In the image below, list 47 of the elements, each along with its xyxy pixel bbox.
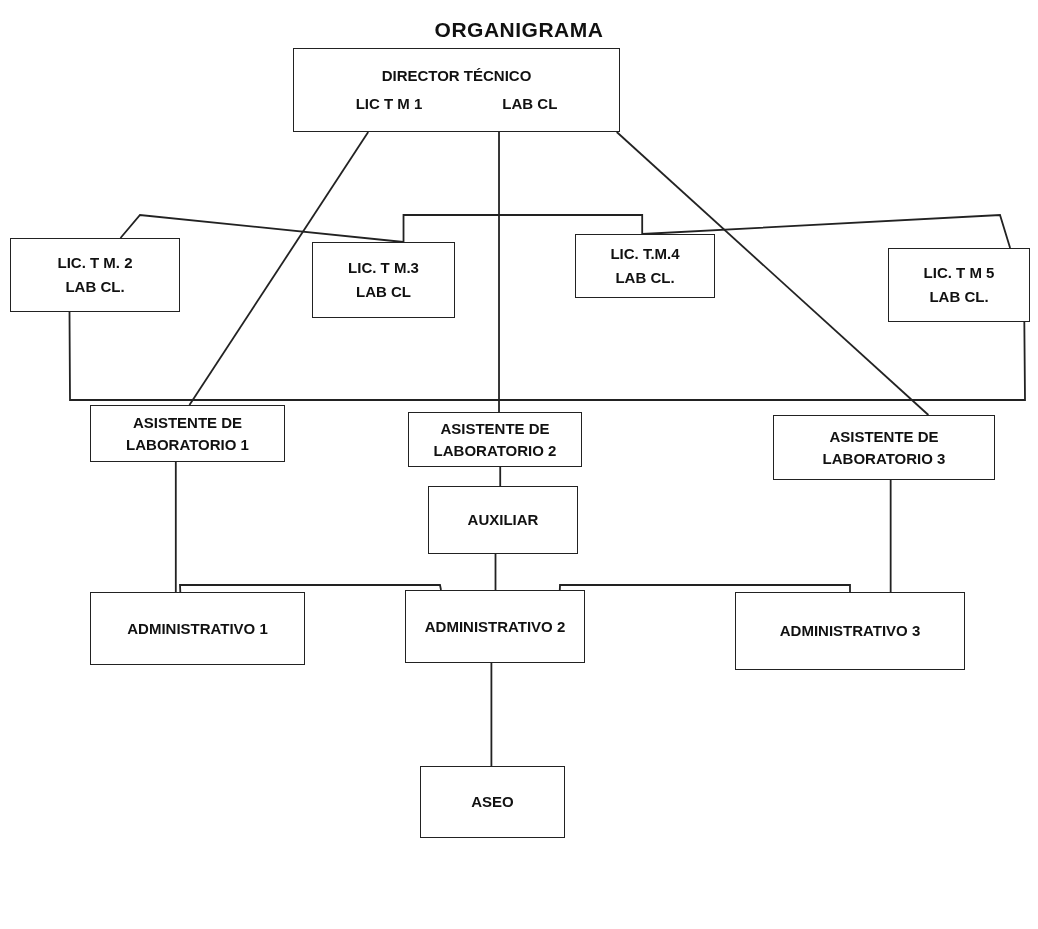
connector-line: [490, 662, 493, 767]
connector-line: [188, 131, 370, 406]
connector-line: [889, 479, 892, 593]
node-label: ASISTENTE DE LABORATORIO 1: [125, 412, 250, 455]
org-box: [90, 592, 305, 665]
connector-line: [615, 131, 930, 416]
node-label: ADMINISTRATIVO 3: [779, 621, 921, 642]
connector-line: [498, 131, 500, 413]
connector-line: [402, 214, 644, 243]
node-label: LIC. T M. 2: [57, 253, 133, 274]
node-label: LAB CL.: [929, 287, 989, 307]
connector-line: [499, 466, 502, 487]
node-label: LIC. T M.3: [348, 258, 419, 279]
node-label: DIRECTOR TÉCNICO: [381, 66, 532, 87]
connector-line: [119, 214, 405, 243]
org-box: [312, 242, 455, 318]
node-label: LIC. T.M.4: [610, 244, 680, 265]
node-label: LAB CL.: [65, 277, 125, 297]
org-box: [428, 486, 578, 554]
org-box: [735, 592, 965, 670]
connector-line: [558, 584, 851, 593]
org-box: [420, 766, 565, 838]
node-label: ADMINISTRATIVO 2: [424, 616, 566, 637]
connector-line: [179, 584, 442, 593]
node-label: LAB CL: [356, 282, 411, 302]
node-label: LIC. T M 5: [923, 263, 995, 284]
node-label: ASISTENTE DE LABORATORIO 2: [432, 418, 558, 461]
org-box: [575, 234, 715, 298]
node-label: LAB CL: [502, 94, 558, 114]
node-label: LAB CL.: [615, 268, 675, 288]
org-box: [408, 412, 582, 467]
org-box: [10, 238, 180, 312]
org-box: [293, 48, 620, 132]
connector-line: [494, 553, 497, 591]
org-box: [773, 415, 995, 480]
node-label: ASEO: [471, 792, 514, 813]
connector-line: [641, 214, 1011, 249]
title: ORGANIGRAMA: [433, 18, 605, 42]
org-box: [90, 405, 285, 462]
node-label: ADMINISTRATIVO 1: [127, 618, 268, 639]
org-box: [888, 248, 1030, 322]
org-box: [405, 590, 585, 663]
connector-line: [174, 461, 177, 593]
node-label: AUXILIAR: [467, 510, 539, 531]
node-label: LIC T M 1: [355, 94, 423, 114]
connector-line: [68, 311, 1026, 401]
node-label: ASISTENTE DE LABORATORIO 3: [821, 426, 947, 469]
